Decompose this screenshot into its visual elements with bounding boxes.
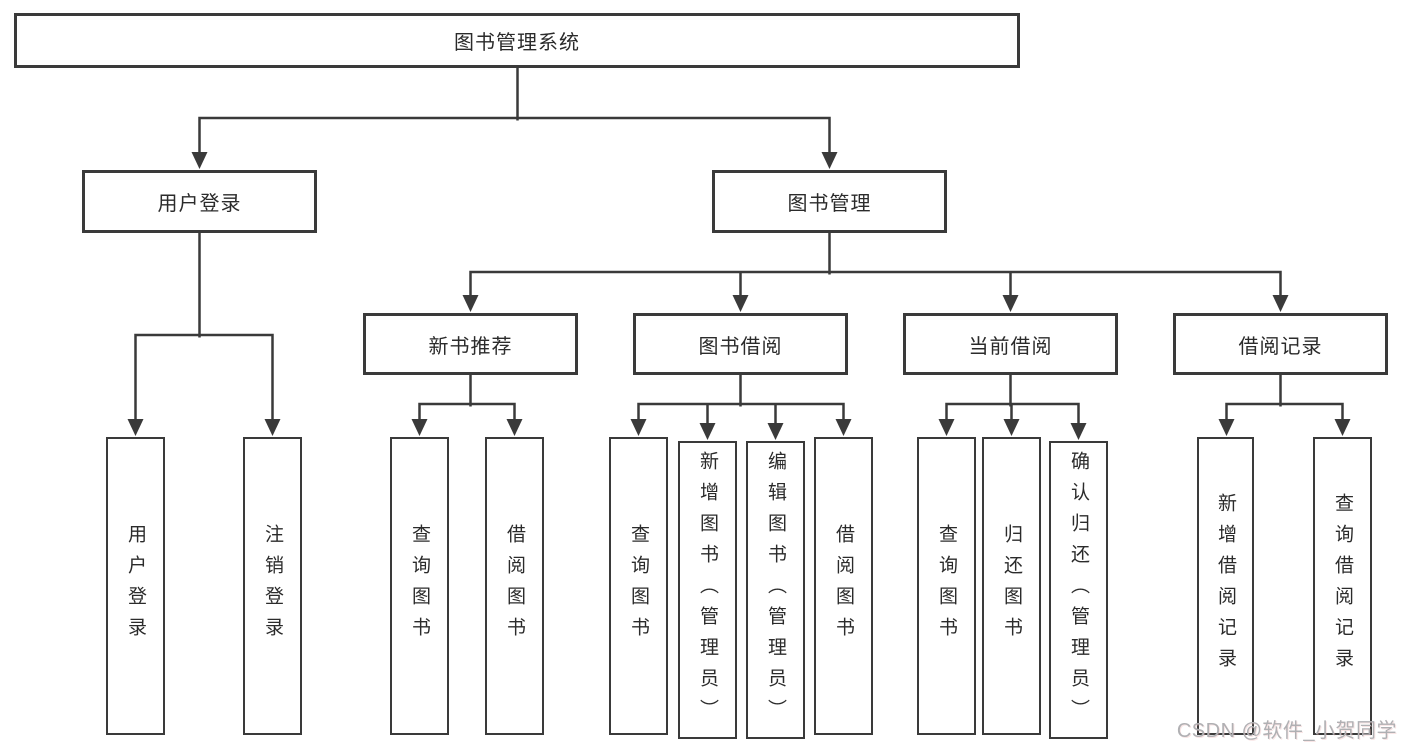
node-library-management-system: 图书管理系统 <box>14 13 1020 68</box>
node-return-books: 归还图书 <box>982 437 1041 735</box>
node-logout-action: 注销登录 <box>243 437 302 735</box>
node-borrow-books: 借阅图书 <box>814 437 873 735</box>
node-query-borrow-record: 查询借阅记录 <box>1313 437 1372 735</box>
node-borrow-books-recommend: 借阅图书 <box>485 437 544 735</box>
node-book-management: 图书管理 <box>712 170 947 233</box>
node-query-books-recommend: 查询图书 <box>390 437 449 735</box>
edge-root-to-level2 <box>198 66 831 155</box>
node-current-borrowing: 当前借阅 <box>903 313 1118 375</box>
node-add-borrow-record: 新增借阅记录 <box>1197 437 1254 735</box>
node-user-login-action: 用户登录 <box>106 437 165 735</box>
node-borrowing-records: 借阅记录 <box>1173 313 1388 375</box>
csdn-watermark: CSDN @软件_小贺同学 <box>1176 720 1397 742</box>
node-query-books-borrowing: 查询图书 <box>609 437 668 735</box>
edge-borrowing-records-to-children <box>1225 373 1344 422</box>
edge-book-borrowing-to-children <box>637 373 845 426</box>
node-edit-books-admin: 编辑图书（管理员） <box>746 441 805 739</box>
arrowheads <box>127 152 1351 440</box>
edge-book-management-to-children <box>469 231 1282 298</box>
node-new-book-recommendation: 新书推荐 <box>363 313 578 375</box>
node-book-borrowing: 图书借阅 <box>633 313 848 375</box>
edge-new-book-recommendation-to-children <box>418 373 516 422</box>
node-user-login: 用户登录 <box>82 170 317 233</box>
node-confirm-return-admin: 确认归还（管理员） <box>1049 441 1108 739</box>
edge-current-borrowing-to-children <box>945 373 1080 426</box>
edge-user-login-to-children <box>134 231 274 422</box>
node-query-books-current: 查询图书 <box>917 437 976 735</box>
node-add-books-admin: 新增图书（管理员） <box>678 441 737 739</box>
